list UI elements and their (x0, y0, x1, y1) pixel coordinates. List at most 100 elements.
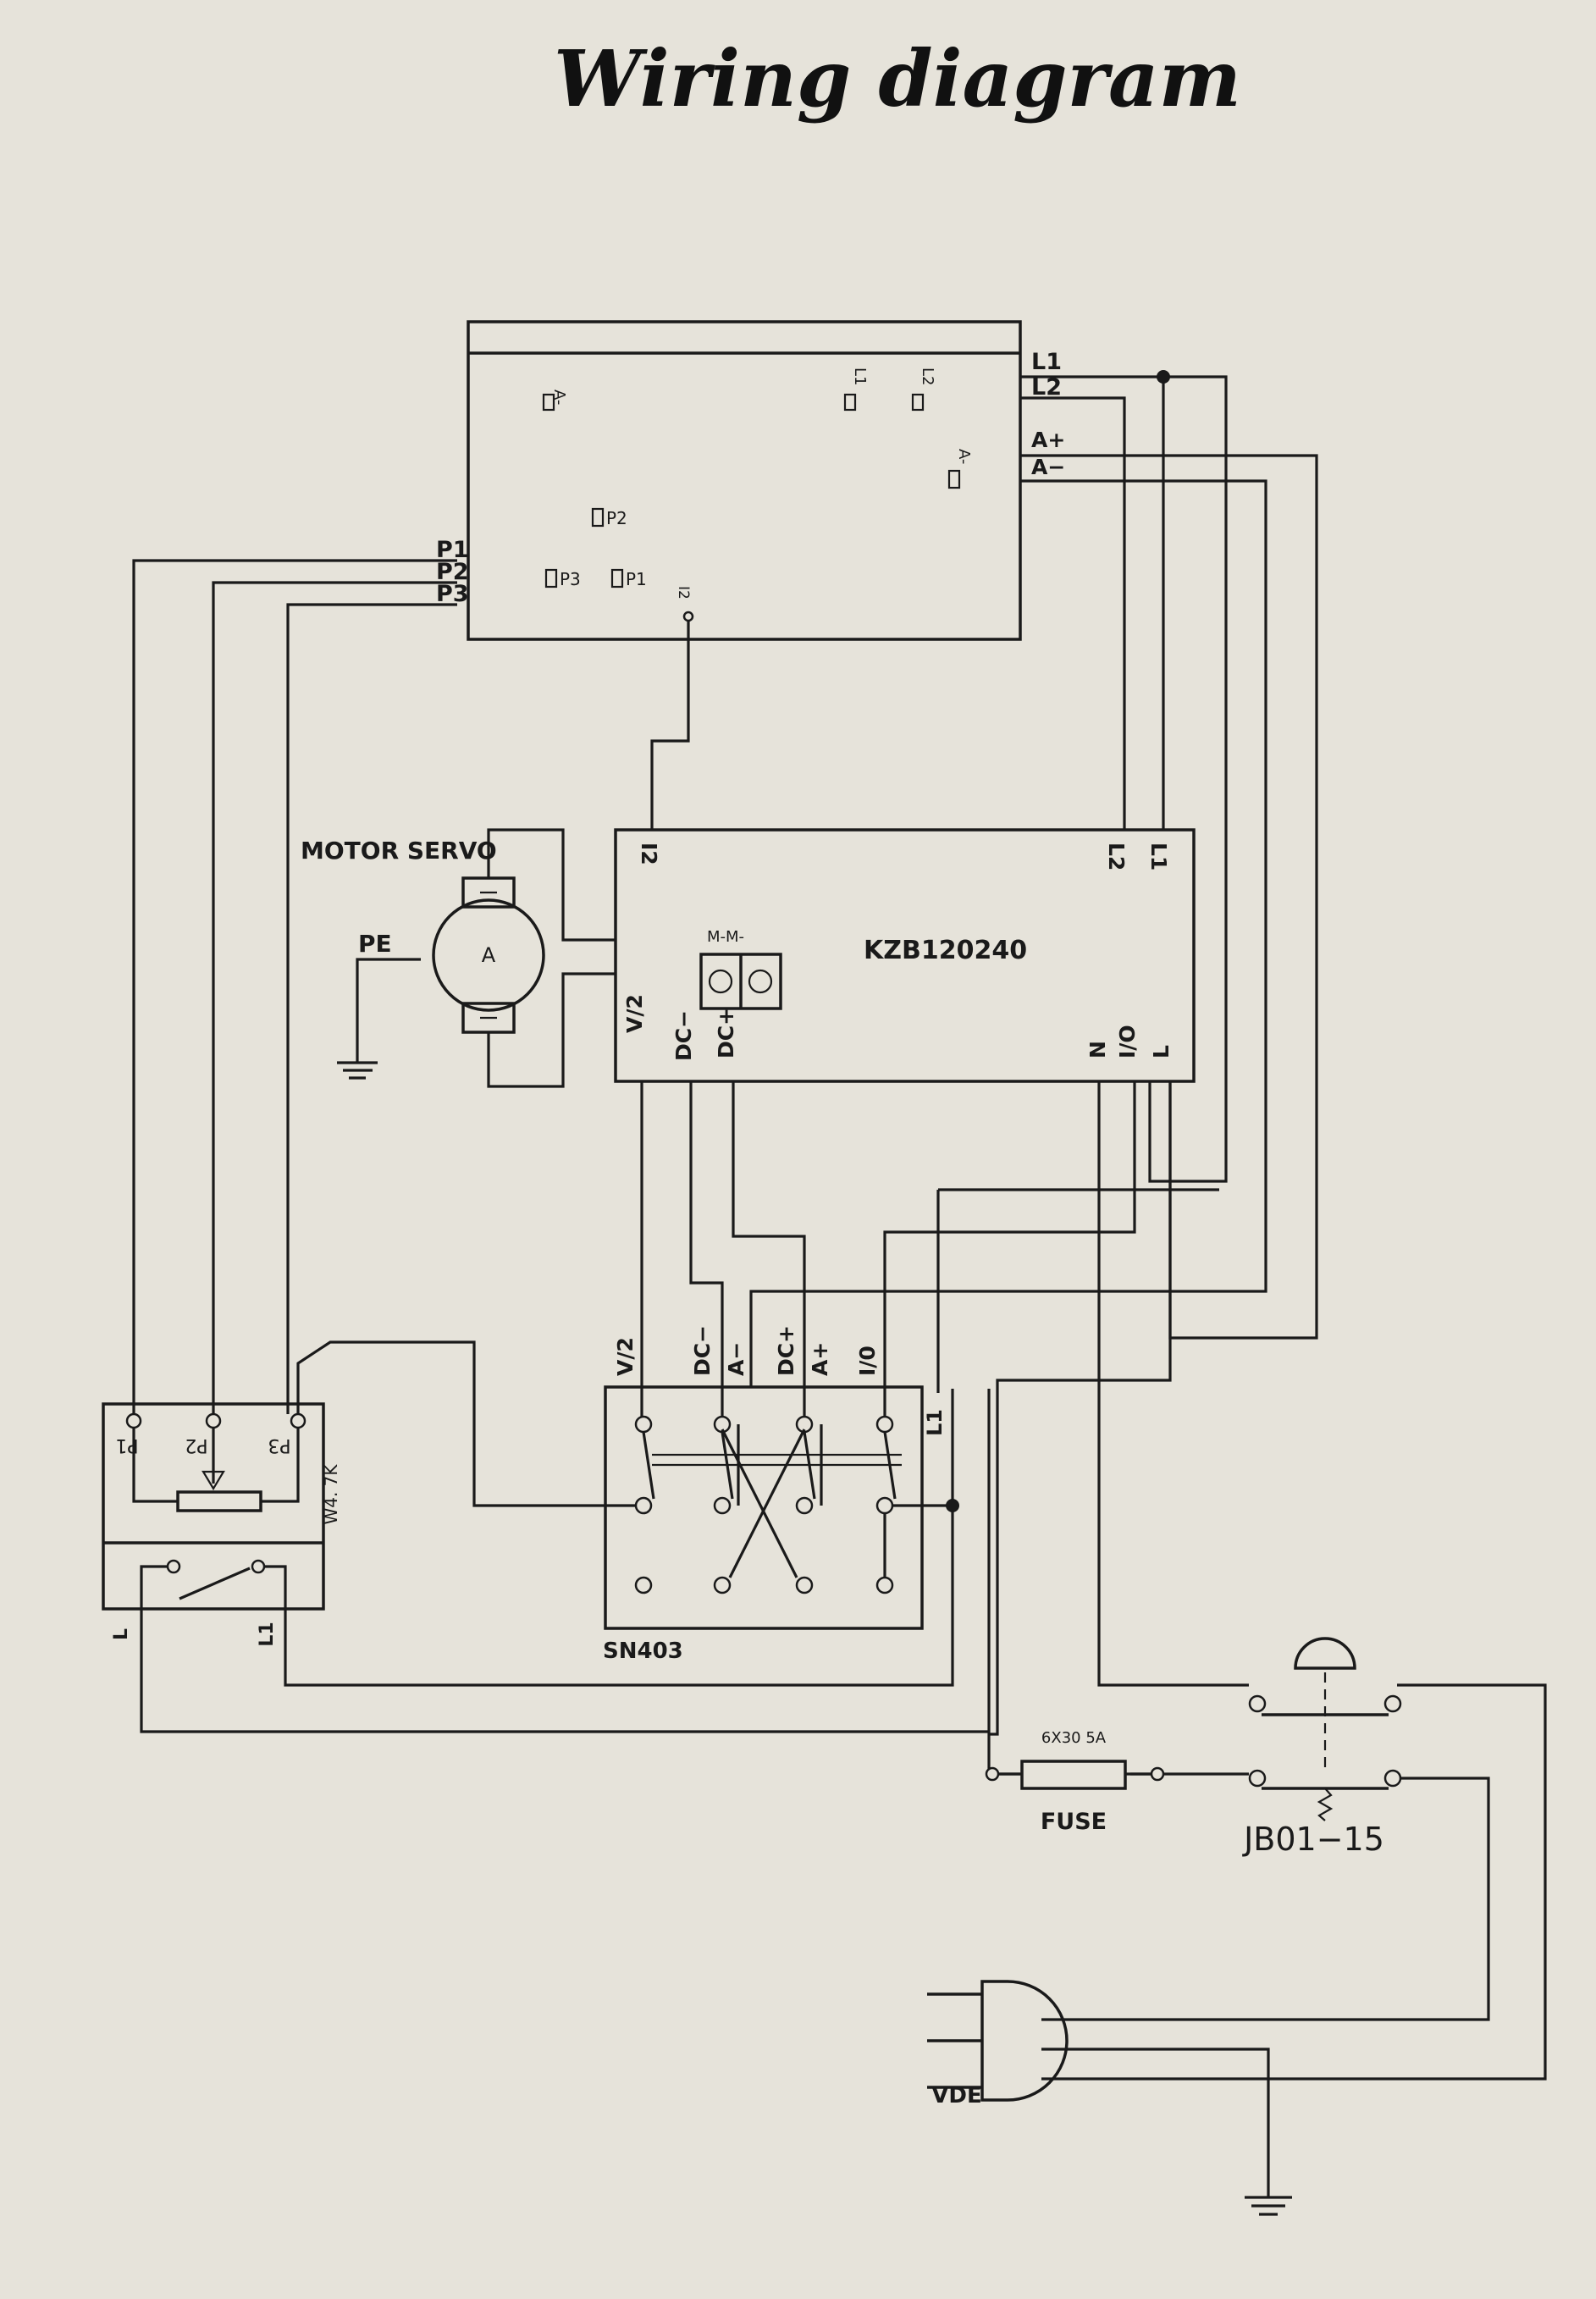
driver-terminal-dc-plus: DC+ (714, 1008, 738, 1058)
junction-switch-l1 (946, 1499, 959, 1512)
emergency-stop: JB01−15 (1242, 1637, 1402, 1858)
wire-a-plus-top (1020, 454, 1318, 1340)
switch-box (604, 1385, 924, 1630)
junction-l1 (1157, 370, 1170, 384)
motor-pe-label: PE (358, 930, 392, 958)
resistor-icon (176, 1490, 262, 1512)
motor-servo: MOTOR SERVO PE A (301, 837, 545, 1034)
spring-icon (1317, 1788, 1334, 1821)
wire-dc-minus (689, 1081, 724, 1418)
pin-l1-label: L1 (851, 368, 869, 385)
plug-ground-icon (1245, 2196, 1292, 2216)
plug-label: VDE (931, 2083, 981, 2108)
terminal-l1-label: L1 (1031, 349, 1062, 375)
wiper-arrow-icon (202, 1470, 225, 1491)
terminal-p1-label: P1 (436, 537, 469, 563)
emergency-stop-label: JB01−15 (1242, 1821, 1384, 1858)
driver-module: KZB120240 I2 L2 L1 V/2 DC− DC+ N I/O L M… (614, 828, 1196, 1083)
switch-label-l1: L1 (257, 1622, 278, 1646)
wire-plug-2 (1041, 1777, 1490, 2021)
pin-a-minus-right-label: A- (955, 449, 973, 464)
switch-model: SN403 (603, 1639, 683, 1664)
driver-terminal-io: I/O (1115, 1025, 1140, 1058)
pin-p1 (610, 568, 624, 589)
pin-p3-label: P3 (560, 569, 581, 589)
terminal-p2-label: P2 (436, 559, 469, 585)
pin-p2 (591, 507, 605, 528)
pin-p1-label: P1 (626, 569, 647, 589)
switch-label-a-plus: A+ (808, 1342, 832, 1376)
page-title: Wiring diagram (554, 33, 1241, 124)
pin-a-minus-left-label: A- (550, 390, 568, 405)
driver-model: KZB120240 (864, 936, 1027, 965)
pin-i2-label: I2 (675, 586, 692, 600)
switch-label-dc-minus: DC− (690, 1325, 715, 1376)
pot-label-p3: P3 (268, 1434, 290, 1456)
pin-p3 (544, 568, 558, 589)
wire-p1 (132, 559, 457, 1414)
switch-side-label-l1: L1 (923, 1409, 947, 1436)
emergency-stop-button-icon (1294, 1637, 1356, 1670)
wire-l (140, 1609, 989, 1733)
driver-terminal-l1: L1 (1146, 843, 1171, 870)
driver-terminal-i2: I2 (637, 843, 661, 865)
pin-l1 (843, 393, 857, 412)
driver-mm-label: M-M- (707, 928, 744, 946)
pin-a-minus-right (947, 469, 961, 489)
terminal-a-plus-label: A+ (1031, 428, 1065, 452)
wire-l1-bus (284, 1389, 954, 1687)
switch-contacts (634, 1415, 894, 1594)
wire-plug-1 (1041, 1683, 1547, 2081)
fuse-rating: 6X30 5A (1041, 1729, 1107, 1747)
pot-value-label: W4. 7K (321, 1464, 341, 1525)
fuse-label: FUSE (1041, 1809, 1107, 1835)
terminal-p3-label: P3 (436, 581, 469, 607)
pin-i2-terminal (682, 611, 694, 622)
connector-screw-2 (748, 969, 773, 994)
pot-pin-p1 (125, 1412, 142, 1429)
pin-l2-label: L2 (919, 368, 936, 385)
driver-box (614, 828, 1196, 1083)
wire-n (1097, 1081, 1249, 1687)
switch-label-a-minus: A− (724, 1342, 748, 1376)
wire-plug-ground (1041, 2048, 1270, 2197)
terminal-a-minus-label: A− (1031, 455, 1065, 479)
pot-pin-p2 (205, 1412, 222, 1429)
wires (132, 375, 1547, 2197)
switch-label-dc-plus: DC+ (774, 1325, 798, 1376)
vde-plug: VDE (927, 1980, 1069, 2108)
fuse-icon (1020, 1760, 1127, 1790)
motor-label: MOTOR SERVO (301, 837, 497, 865)
plug-icon (980, 1980, 1069, 2102)
pin-p2-label: P2 (606, 508, 627, 528)
pot-pin-p3 (290, 1412, 306, 1429)
fuse-component: 6X30 5A FUSE (985, 1729, 1165, 1835)
switch-label-io: I/0 (855, 1346, 880, 1376)
pin-a-minus-left (542, 393, 555, 412)
potentiometer-module: P1 P2 P3 W4. 7K L L1 (102, 1402, 341, 1647)
switch-label-v2: V/2 (613, 1337, 638, 1376)
wire-p3 (286, 603, 457, 1414)
wire-a-minus-top (749, 479, 1267, 1387)
terminal-l2-label: L2 (1031, 374, 1062, 401)
wire-dc-plus (732, 1081, 806, 1418)
reversing-switch: SN403 V/2 DC− A− DC+ A+ I/0 L1 (603, 1325, 947, 1664)
wire-p2 (212, 581, 457, 1414)
driver-terminal-v2: V/2 (622, 994, 647, 1033)
connector-screw-1 (708, 969, 733, 994)
top-controller-box (467, 320, 1022, 641)
power-switch-contact-1 (166, 1559, 181, 1574)
switch-label-l: L (111, 1628, 132, 1640)
driver-terminal-n: N (1085, 1041, 1110, 1058)
wire-p3-switch (296, 1340, 636, 1507)
motor-ground-icon (337, 958, 421, 1080)
motor-armature-icon (432, 898, 545, 1012)
driver-terminal-l2: L2 (1104, 843, 1129, 870)
wire-io (883, 1081, 1136, 1418)
driver-terminal-dc-minus: DC− (671, 1010, 696, 1061)
driver-terminal-l: L (1149, 1045, 1174, 1058)
motor-symbol: A (482, 943, 496, 967)
pin-l2 (911, 393, 925, 412)
pot-label-p2: P2 (185, 1434, 207, 1456)
